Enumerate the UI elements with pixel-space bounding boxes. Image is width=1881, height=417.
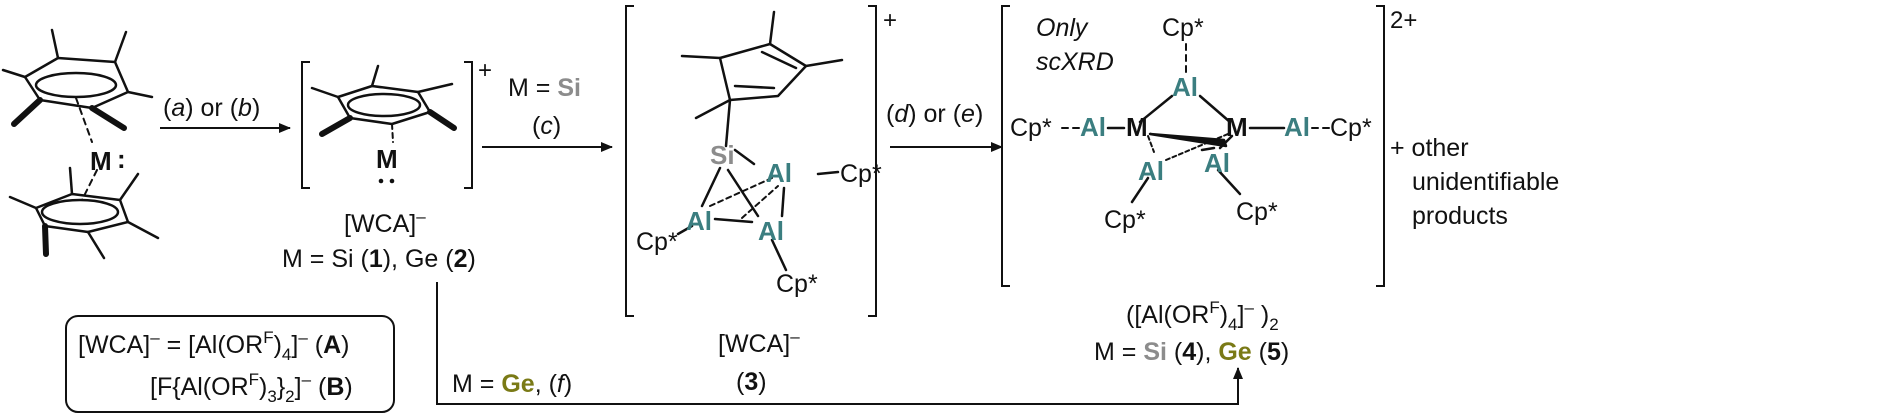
- cation-3-cp-bottom: Cp*: [776, 270, 818, 298]
- wca-legend-line-a: [WCA]– = [Al(ORF)4]– (A): [78, 328, 349, 364]
- dication-cp-right: Cp*: [1330, 114, 1372, 142]
- scxrd-note: scXRD: [1036, 48, 1114, 76]
- step-ab-label: (a) or (b): [163, 94, 260, 122]
- cation-12-lone-pair-left: [378, 178, 384, 184]
- cation-3-structure: [676, 10, 844, 272]
- compound-12-label: M = Si (1), Ge (2): [282, 245, 476, 273]
- metallocene-metal: M: [90, 146, 112, 176]
- cation-3-al-bottom: Al: [758, 216, 784, 246]
- dication-structure: [1061, 43, 1331, 204]
- dication-cp-bottom-left: Cp*: [1104, 206, 1146, 234]
- ge-route-label: M = Ge, (f): [452, 370, 572, 398]
- cation-12-charge: +: [478, 57, 492, 84]
- cation-3-al-right: Al: [766, 158, 792, 188]
- cation-12-lone-pair-right: [389, 178, 395, 184]
- other-products-line-2: unidentifiable: [1412, 168, 1559, 196]
- other-products-line-3: products: [1412, 202, 1508, 230]
- wca-label-3: [WCA]–: [718, 327, 800, 358]
- only-scxrd-note: Only: [1036, 14, 1089, 42]
- step-c-metal-label: M = Si: [508, 74, 581, 102]
- compound-45-label: M = Si (4), Ge (5): [1094, 338, 1289, 366]
- cation-3-al-left: Al: [686, 206, 712, 236]
- dication-m-right: M: [1226, 112, 1248, 142]
- cation-12-structure: [310, 64, 457, 143]
- arrow-ge-route: [436, 282, 1243, 405]
- cation-3-cp-right: Cp*: [840, 160, 882, 188]
- wca-legend-box: [65, 315, 395, 413]
- cation-3-charge: +: [883, 7, 897, 34]
- dication-anion-label: ([Al(ORF)4]– )2: [1126, 298, 1279, 334]
- dication-charge: 2+: [1390, 7, 1417, 34]
- bracket-cation-3: [625, 5, 877, 317]
- bracket-dication-45: [1001, 5, 1385, 287]
- bracket-cation-12: [301, 61, 473, 189]
- dication-cp-bottom-right: Cp*: [1236, 198, 1278, 226]
- dication-al-left: Al: [1080, 112, 1106, 142]
- metallocene-lone-pair: :: [117, 144, 126, 174]
- metallocene-structure: [1, 28, 160, 260]
- cation-3-cp-left: Cp*: [636, 228, 678, 256]
- dication-al-bridge-left: Al: [1138, 156, 1164, 186]
- dication-al-bridge-right: Al: [1204, 148, 1230, 178]
- cation-3-si: Si: [710, 140, 735, 170]
- other-products-line-1: + other: [1390, 134, 1469, 162]
- wca-legend-line-b: [F{Al(ORF)3}2]– (B): [150, 370, 353, 406]
- dication-cp-top: Cp*: [1162, 14, 1204, 42]
- step-de-label: (d) or (e): [886, 100, 983, 128]
- dication-cp-left: Cp*: [1010, 114, 1052, 142]
- wca-label-12: [WCA]–: [344, 207, 426, 238]
- dication-m-left: M: [1126, 112, 1148, 142]
- compound-3-label: (3): [736, 368, 767, 396]
- dication-al-right: Al: [1284, 112, 1310, 142]
- cation-12-metal: M: [376, 144, 398, 174]
- step-c-label: (c): [532, 112, 561, 140]
- dication-al-top: Al: [1172, 72, 1198, 102]
